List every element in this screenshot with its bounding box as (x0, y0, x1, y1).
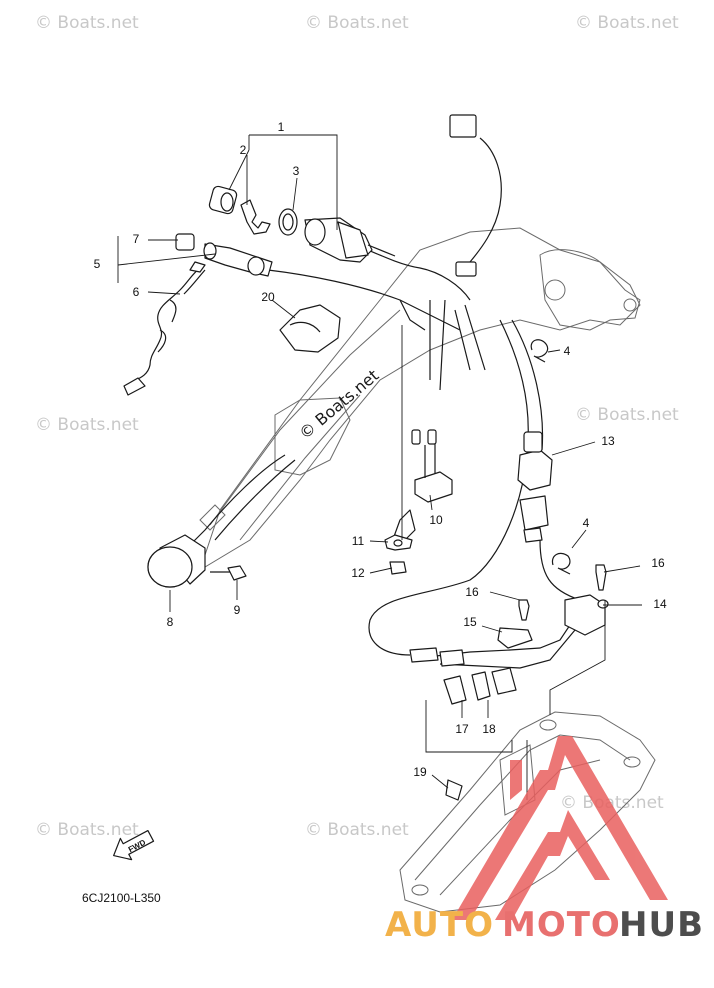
callout-16b: 16 (465, 585, 479, 599)
watermark-center: © Boats.net (295, 366, 382, 443)
grommets (409, 647, 517, 801)
callout-4a: 4 (564, 344, 571, 358)
watermark-bottom-center: © Boats.net (305, 820, 409, 840)
watermark-mid-left: © Boats.net (35, 415, 139, 435)
callout-18: 18 (482, 722, 496, 736)
callout-3: 3 (293, 164, 300, 178)
watermark-top-right: © Boats.net (575, 13, 679, 33)
watermark-top-left: © Boats.net (35, 13, 139, 33)
diagram-code: 6CJ2100-L350 (82, 891, 161, 905)
callout-6: 6 (133, 285, 140, 299)
unit-10 (391, 429, 453, 543)
bracket-11 (384, 534, 413, 575)
watermark-top-center: © Boats.net (305, 13, 409, 33)
wire-harness (189, 137, 581, 669)
callout-19: 19 (413, 765, 427, 779)
main-switch-assembly (208, 185, 396, 263)
top-connector (449, 114, 477, 277)
callouts: 1 2 3 4 4 5 6 7 8 9 10 11 12 13 14 15 16… (94, 120, 667, 779)
callout-2: 2 (240, 143, 247, 157)
watermark-bottom-right: © Boats.net (560, 793, 664, 813)
screws-16 (518, 564, 607, 621)
watermark-mid-right: © Boats.net (575, 405, 679, 425)
leader-lines (117, 134, 642, 800)
clips-4 (530, 339, 571, 575)
stop-switch-assembly (123, 233, 273, 396)
callout-10: 10 (429, 513, 443, 527)
automotohub-wordmark: AUTO MOTO HUB (385, 905, 704, 945)
callout-5: 5 (94, 257, 101, 271)
buzzer-14 (564, 594, 609, 636)
callout-8: 8 (167, 615, 174, 629)
callout-17: 17 (455, 722, 469, 736)
brand-auto: AUTO (385, 905, 494, 945)
callout-9: 9 (234, 603, 241, 617)
callout-11: 11 (352, 534, 365, 548)
holder-15 (497, 627, 533, 649)
callout-15: 15 (463, 615, 477, 629)
watermarks: © Boats.net © Boats.net © Boats.net © Bo… (35, 13, 679, 840)
coupler-mid (519, 495, 549, 543)
callout-1: 1 (278, 120, 285, 134)
watermark-bottom-left: © Boats.net (35, 820, 139, 840)
callout-13: 13 (601, 434, 615, 448)
callout-4b: 4 (583, 516, 590, 530)
callout-7: 7 (133, 232, 140, 246)
automotohub-logo (452, 736, 668, 920)
callout-12: 12 (351, 566, 365, 580)
callout-20: 20 (261, 290, 275, 304)
cover-20 (279, 304, 341, 353)
callout-14: 14 (653, 597, 667, 611)
brand-moto: MOTO (502, 905, 621, 945)
coupler-13 (517, 431, 553, 491)
grip-end-8 (147, 534, 247, 588)
brand-hub: HUB (619, 905, 704, 945)
steering-handle-outline (199, 227, 641, 572)
callout-16a: 16 (651, 556, 665, 570)
